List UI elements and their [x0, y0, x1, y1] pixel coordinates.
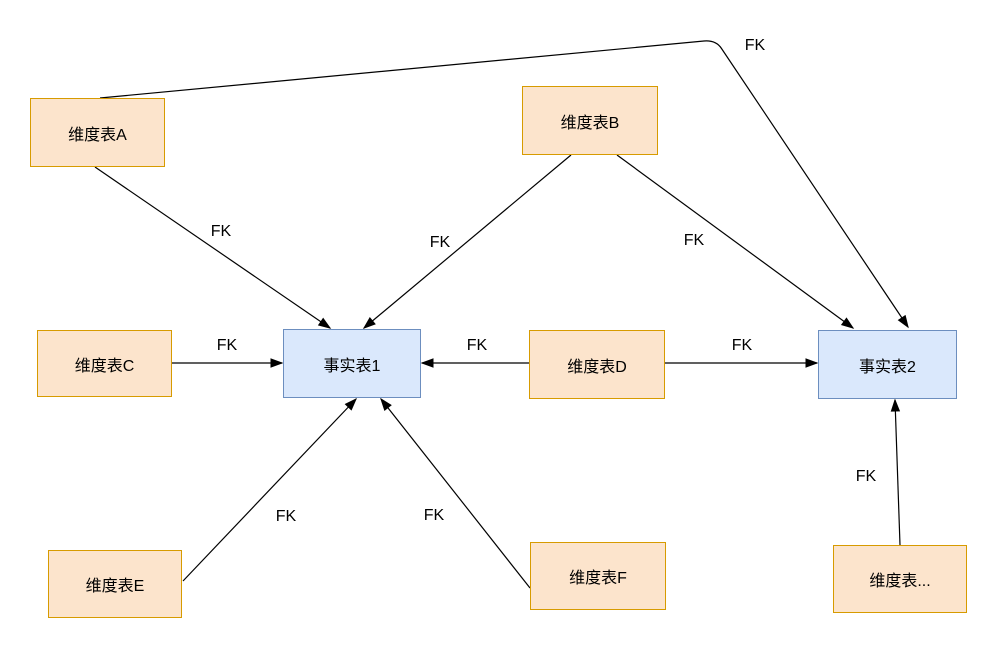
- edge-dimF-fact1: [380, 397, 531, 589]
- fk-label-dimMore-fact2: FK: [853, 468, 879, 486]
- node-dimension-table-d: 维度表D: [529, 330, 665, 399]
- node-label: 维度表...: [869, 573, 931, 590]
- fk-label-dimB-fact2: FK: [681, 232, 707, 250]
- node-dimension-table-more: 维度表...: [833, 545, 967, 613]
- node-dimension-table-b: 维度表B: [522, 86, 658, 155]
- edge-dimA-fact2: [99, 40, 909, 329]
- fk-label-dimC-fact1: FK: [214, 337, 240, 355]
- fk-label-dimA-fact2: FK: [742, 37, 768, 55]
- edge-dimE-fact1: [182, 397, 358, 582]
- fk-label-dimD-fact1: FK: [464, 337, 490, 355]
- fk-label-dimF-fact1: FK: [421, 507, 447, 525]
- node-dimension-table-e: 维度表E: [48, 550, 182, 618]
- fk-label-dimA-fact1: FK: [208, 223, 234, 241]
- node-label: 维度表D: [567, 358, 627, 376]
- fk-label-dimD-fact2: FK: [729, 337, 755, 355]
- node-fact-table-2: 事实表2: [818, 330, 957, 399]
- node-label: 维度表E: [85, 578, 145, 595]
- node-dimension-table-a: 维度表A: [30, 98, 165, 167]
- node-label: 维度表A: [68, 126, 127, 144]
- fk-label-dimE-fact1: FK: [273, 508, 299, 526]
- edge-dimB-fact1: [362, 154, 572, 329]
- edge-dimA-fact1: [94, 166, 332, 329]
- edge-dimB-fact2: [616, 154, 855, 329]
- node-label: 事实表1: [323, 357, 381, 375]
- node-fact-table-1: 事实表1: [283, 329, 421, 398]
- node-label: 事实表2: [859, 358, 916, 376]
- node-dimension-table-f: 维度表F: [530, 542, 666, 610]
- node-label: 维度表B: [560, 114, 620, 132]
- node-label: 维度表C: [74, 357, 135, 375]
- edge-dimMore-fact2: [890, 398, 901, 546]
- node-dimension-table-c: 维度表C: [37, 330, 172, 397]
- node-label: 维度表F: [569, 570, 627, 587]
- fk-label-dimB-fact1: FK: [427, 234, 453, 252]
